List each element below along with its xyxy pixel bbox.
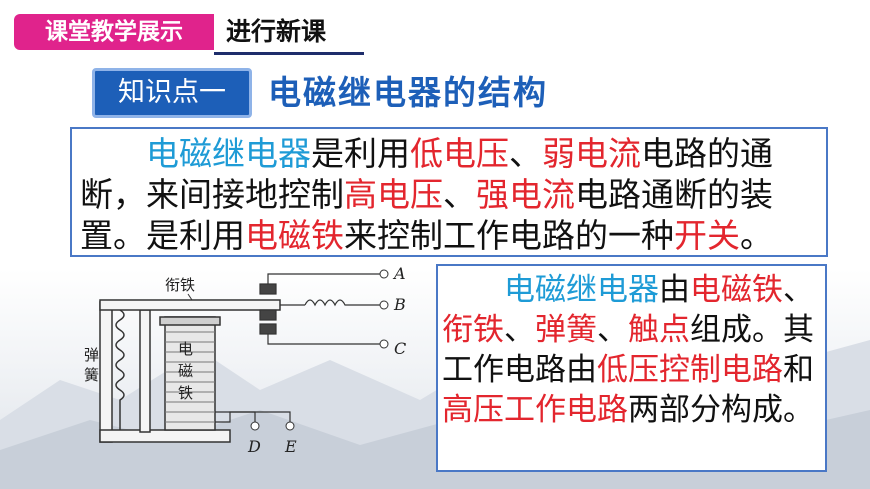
text-segment: 组成。其工作电路由 bbox=[442, 312, 814, 388]
spring-label-2: 簧 bbox=[84, 366, 99, 384]
term-contacts: 触点 bbox=[628, 312, 690, 348]
terminal-c-node bbox=[379, 339, 389, 349]
term-high-voltage: 高电压 bbox=[344, 175, 443, 214]
term-relay: 电磁继电器 bbox=[146, 134, 311, 173]
text-segment: 是利用 bbox=[311, 134, 410, 173]
definition-text: 电磁继电器是利用低电压、弱电流电路的通断，来间接地控制高电压、强电流电路通断的装… bbox=[80, 133, 820, 256]
terminal-d-node bbox=[250, 421, 260, 431]
relay-frame bbox=[99, 301, 231, 443]
term-spring: 弹簧 bbox=[535, 312, 597, 348]
indent bbox=[80, 134, 146, 173]
magnet-label-3: 铁 bbox=[178, 384, 193, 402]
term-strong-current: 强电流 bbox=[476, 175, 575, 214]
term-working-circuit: 高压工作电路 bbox=[442, 392, 628, 428]
spring bbox=[115, 309, 125, 430]
term-low-voltage: 低电压 bbox=[410, 134, 509, 173]
terminal-e-node bbox=[285, 421, 295, 431]
knowledge-point-title: 电磁继电器的结构 bbox=[268, 73, 548, 112]
text-segment: 。 bbox=[740, 216, 773, 255]
text-segment: 、 bbox=[443, 175, 476, 214]
section-tag: 课堂教学展示 bbox=[14, 14, 214, 50]
text-segment: 来控制工作电路的一种 bbox=[344, 216, 674, 255]
coil-leads bbox=[215, 411, 291, 423]
title-underline bbox=[214, 52, 364, 55]
text-segment: 和 bbox=[783, 352, 814, 388]
term-armature: 衔铁 bbox=[442, 312, 504, 348]
magnet-label-2: 磁 bbox=[178, 362, 193, 380]
electromagnet bbox=[159, 316, 221, 431]
terminal-e-label: E bbox=[284, 437, 297, 456]
term-electromagnet: 电磁铁 bbox=[690, 272, 783, 308]
working-circuit-wires bbox=[267, 273, 380, 345]
text-segment: 电路通断的装置。是利用 bbox=[80, 175, 773, 255]
terminal-a-node bbox=[379, 269, 389, 279]
definition-box bbox=[70, 127, 828, 257]
term-control-circuit: 低压控制电路 bbox=[597, 352, 783, 388]
contacts bbox=[259, 283, 277, 335]
term-electromagnet: 电磁铁 bbox=[245, 216, 344, 255]
terminal-c-label: C bbox=[394, 339, 406, 358]
text-segment: 、 bbox=[509, 134, 542, 173]
indent bbox=[442, 272, 504, 308]
text-segment: 、 bbox=[504, 312, 535, 348]
text-segment: 、 bbox=[597, 312, 628, 348]
section-title: 进行新课 bbox=[226, 17, 327, 46]
text-segment: 电路的通断，来间接地控制 bbox=[80, 134, 773, 214]
terminal-a-label: A bbox=[392, 264, 406, 283]
spring-label-1: 弹 bbox=[84, 346, 99, 364]
armature-label: 衔铁 bbox=[165, 276, 195, 294]
term-weak-current: 弱电流 bbox=[542, 134, 641, 173]
knowledge-point-badge: 知识点一 bbox=[92, 68, 252, 118]
term-relay: 电磁继电器 bbox=[504, 272, 659, 308]
composition-box bbox=[436, 264, 827, 472]
terminal-b-node bbox=[379, 300, 389, 310]
text-segment: 由 bbox=[659, 272, 690, 308]
armature bbox=[99, 299, 281, 311]
terminal-b-label: B bbox=[393, 295, 406, 314]
term-switch: 开关 bbox=[674, 216, 740, 255]
terminal-d-label: D bbox=[247, 437, 261, 456]
text-segment: 、 bbox=[783, 272, 814, 308]
composition-text: 电磁继电器由电磁铁、衔铁、弹簧、触点组成。其工作电路由低压控制电路和高压工作电路… bbox=[442, 270, 827, 430]
relay-diagram: 衔铁 弹 簧 电 磁 铁 D E bbox=[84, 264, 406, 456]
text-segment: 两部分构成。 bbox=[628, 392, 814, 428]
magnet-label-1: 电 bbox=[178, 340, 193, 358]
